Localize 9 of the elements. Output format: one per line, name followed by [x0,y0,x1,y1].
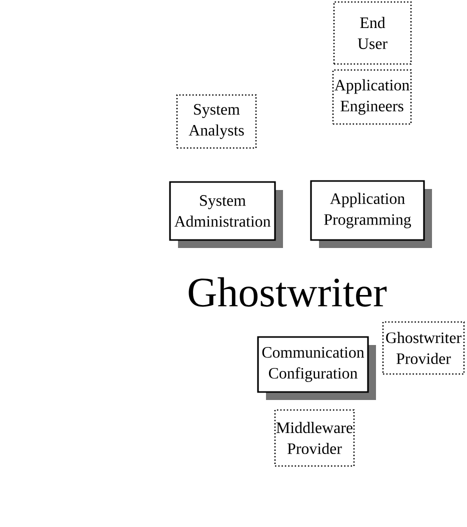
task-box: Application Programming [310,180,432,248]
role-box: Ghostwriter Provider [382,321,465,375]
task-box: System Administration [169,181,283,248]
task-box: Communication Configuration [257,336,376,400]
role-box: System Analysts [176,94,257,149]
role-box: Application Engineers [332,69,412,125]
title-text: Ghostwriter [188,277,387,307]
role-box: End User [333,1,412,65]
role-box: Middleware Provider [274,409,355,467]
